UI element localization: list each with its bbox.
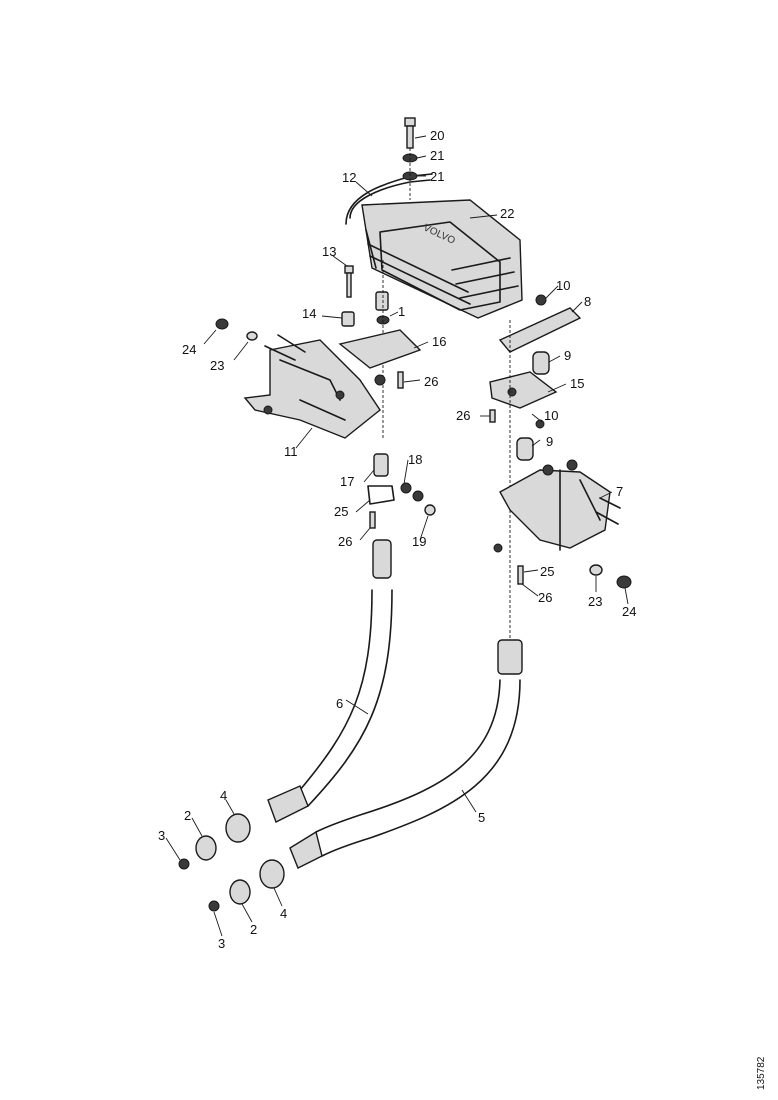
callout-13-top: 13 (322, 244, 336, 259)
rubber-mount-9-lower (516, 437, 534, 461)
bolt-20 (402, 117, 418, 200)
callout-10-top: 10 (556, 278, 570, 293)
drawing-code: 135782 (756, 1056, 767, 1090)
callout-26-d: 26 (538, 590, 552, 605)
hose-5 (289, 639, 523, 869)
bracket-15 (489, 371, 558, 409)
callout-25-right: 25 (540, 564, 554, 579)
callout-24-left: 24 (182, 342, 196, 357)
leader-lines (165, 135, 629, 937)
callout-21-b: 21 (430, 169, 444, 184)
callout-12: 12 (342, 170, 356, 185)
callout-18: 18 (408, 452, 422, 467)
callout-1: 1 (398, 304, 405, 319)
sleeve-14 (341, 311, 355, 327)
bolt-13 (344, 265, 354, 298)
callout-19: 19 (412, 534, 426, 549)
callout-2-upper: 2 (184, 808, 191, 823)
nut-24-right (616, 575, 632, 589)
callout-3-upper: 3 (158, 828, 165, 843)
callout-17: 17 (340, 474, 354, 489)
callout-21-a: 21 (430, 148, 444, 163)
callout-8: 8 (584, 294, 591, 309)
callout-7: 7 (616, 484, 623, 499)
callout-26-c: 26 (338, 534, 352, 549)
union-17 (367, 453, 436, 529)
callout-2-lower: 2 (250, 922, 257, 937)
oil-cooler: VOLVO (361, 199, 523, 319)
pipe-12 (349, 179, 431, 219)
bracket-7 (499, 459, 621, 551)
callout-4-upper: 4 (220, 788, 227, 803)
washer-23-right (589, 564, 603, 576)
callout-4-lower: 4 (280, 906, 287, 921)
spacer-1 (375, 291, 389, 311)
bracket-16 (338, 329, 422, 369)
hose-6 (267, 539, 393, 823)
bracket-11 (243, 339, 381, 439)
callout-14: 14 (302, 306, 316, 321)
callout-26-b: 26 (456, 408, 470, 423)
callout-25-left: 25 (334, 504, 348, 519)
callout-6: 6 (336, 696, 343, 711)
washer-23-left (246, 331, 258, 341)
callout-11: 11 (284, 444, 298, 459)
fittings-lower (208, 859, 285, 912)
callout-20: 20 (430, 128, 444, 143)
callout-22: 22 (500, 206, 514, 221)
nut-24-left (215, 318, 229, 330)
callout-3-lower: 3 (218, 936, 225, 951)
callout-15: 15 (570, 376, 584, 391)
callout-26-a: 26 (424, 374, 438, 389)
callout-5: 5 (478, 810, 485, 825)
bracket-8 (498, 307, 582, 353)
callout-23-right: 23 (588, 594, 602, 609)
fittings-upper (178, 813, 251, 870)
callout-10-bottom: 10 (544, 408, 558, 423)
callout-9-top: 9 (564, 348, 571, 363)
callout-9-bottom: 9 (546, 434, 553, 449)
callout-24-right: 24 (622, 604, 636, 619)
callout-16: 16 (432, 334, 446, 349)
callout-23-left: 23 (210, 358, 224, 373)
rubber-mount-9-upper (532, 351, 550, 375)
callouts: 20 21 21 12 22 13 14 1 16 24 23 26 11 10… (158, 128, 636, 951)
